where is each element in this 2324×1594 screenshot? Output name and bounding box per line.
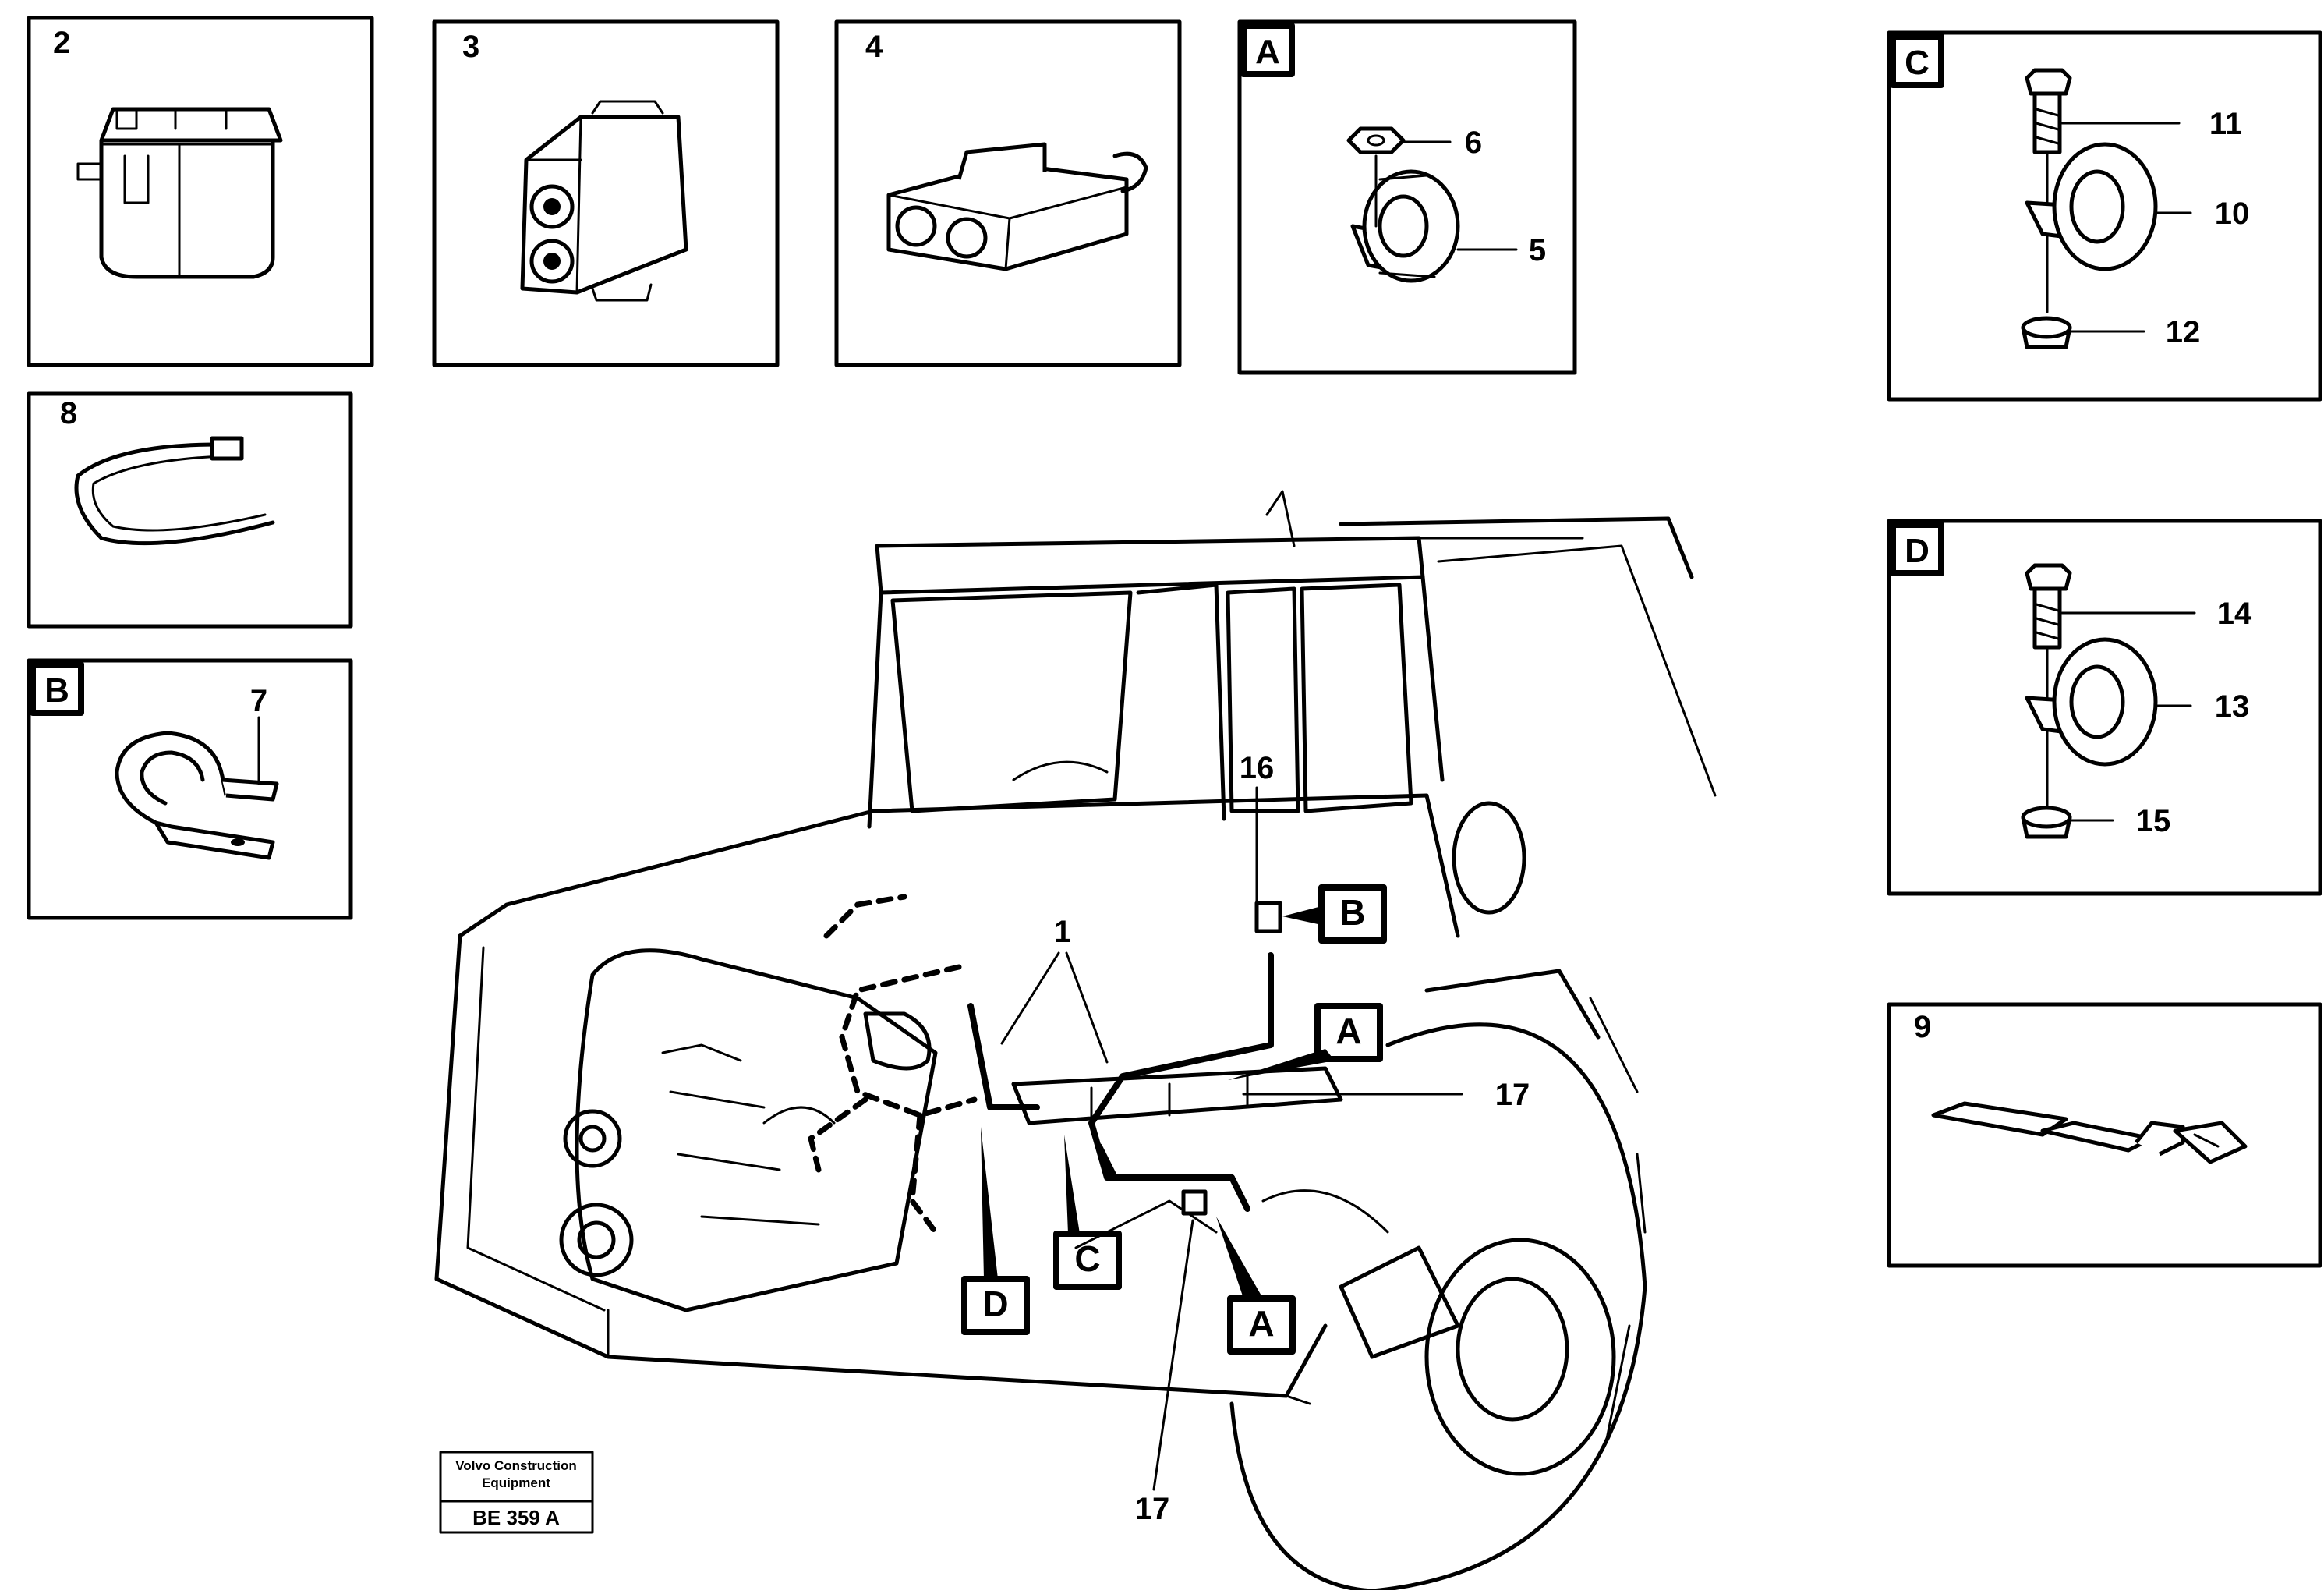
leader-1b [1065,951,1109,1064]
callout-11: 11 [2209,107,2242,141]
tag-A2-arrow [1216,1217,1263,1298]
clip-A-lower [1181,1189,1208,1216]
tag-A1-box [1314,1003,1383,1062]
publisher-stamp: Volvo Construction Equipment BE 359 A [439,1451,594,1534]
wheel [1229,997,1647,1593]
detail-box-3: 3 [432,19,780,367]
bolt-part [2025,68,2072,313]
cab [867,490,1717,915]
engine [559,948,938,1312]
callout-6: 6 [1465,126,1482,160]
wiring-harness-dashed [808,894,978,1235]
strap-clamp-part [1931,1101,2248,1164]
detail-box-B: B 7 [27,658,353,920]
grommet-bracket-part [1350,154,1460,283]
leader-1a [1000,951,1060,1045]
detail-box-D: D 14 13 15 [1887,519,2322,896]
plug-housing-part [886,142,1148,271]
tag-C-arrow [1064,1135,1080,1234]
callout-5: 5 [1529,233,1546,267]
detail-box-9: 9 [1887,1002,2322,1268]
stamp-code: BE 359 A [472,1506,560,1529]
cable-tie-part [74,436,275,546]
box-D-label: D [1905,532,1930,570]
main-callouts: 1 16 B A 17 C D A 17 [961,751,1530,1526]
leader-17b [1152,1219,1194,1491]
callout-15: 15 [2136,804,2171,838]
stamp-line-2: Equipment [482,1475,550,1490]
box-8-label: 8 [60,396,77,430]
callout-10: 10 [2215,197,2250,231]
flange-nut-part [2021,316,2072,349]
box-3-label: 3 [462,30,479,64]
tag-A2: A [1248,1303,1274,1344]
tag-B-arrow [1282,906,1321,925]
callout-14: 14 [2217,597,2252,631]
tag-A1: A [1335,1011,1361,1051]
nut-part [1346,126,1406,154]
box-2-label: 2 [53,26,70,60]
callout-7: 7 [250,684,267,718]
tag-C-box [1053,1231,1122,1290]
callout-13: 13 [2215,689,2250,724]
detail-box-4: 4 [834,19,1182,367]
callout-12: 12 [2166,315,2201,349]
two-pin-connector-part [520,100,688,302]
connector-16 [1254,901,1282,933]
tag-B: B [1339,892,1365,933]
grommet-bracket-part-c [2025,142,2158,271]
detail-box-C: C 11 10 12 [1887,30,2322,402]
box-4-label: 4 [865,30,883,64]
relay-part [76,107,283,279]
box-9-label: 9 [1914,1010,1931,1044]
wiring-harness [967,952,1274,1212]
box-A-label: A [1255,33,1280,71]
engine-hood [434,793,1601,1405]
bolt-part-d [2025,563,2072,813]
tag-D: D [982,1284,1008,1324]
detail-box-A: A 6 5 [1237,19,1577,375]
wheel-loader-illustration [434,490,1717,1593]
tag-A1-arrow [1228,1049,1335,1080]
stamp-line-1: Volvo Construction [455,1458,577,1473]
detail-box-8: 8 [27,391,353,629]
grommet-bracket-part-d [2025,637,2158,767]
callout-17b: 17 [1135,1492,1170,1526]
flange-nut-part-d [2021,806,2072,839]
tag-D-arrow [981,1127,998,1279]
detail-box-2: 2 [27,16,374,367]
tag-C: C [1074,1238,1100,1279]
callout-1: 1 [1054,915,1071,949]
callout-17a: 17 [1495,1078,1530,1112]
box-B-label: B [44,671,69,710]
box-C-label: C [1905,44,1930,82]
p-clamp-part [115,731,279,860]
callout-16: 16 [1240,751,1275,785]
